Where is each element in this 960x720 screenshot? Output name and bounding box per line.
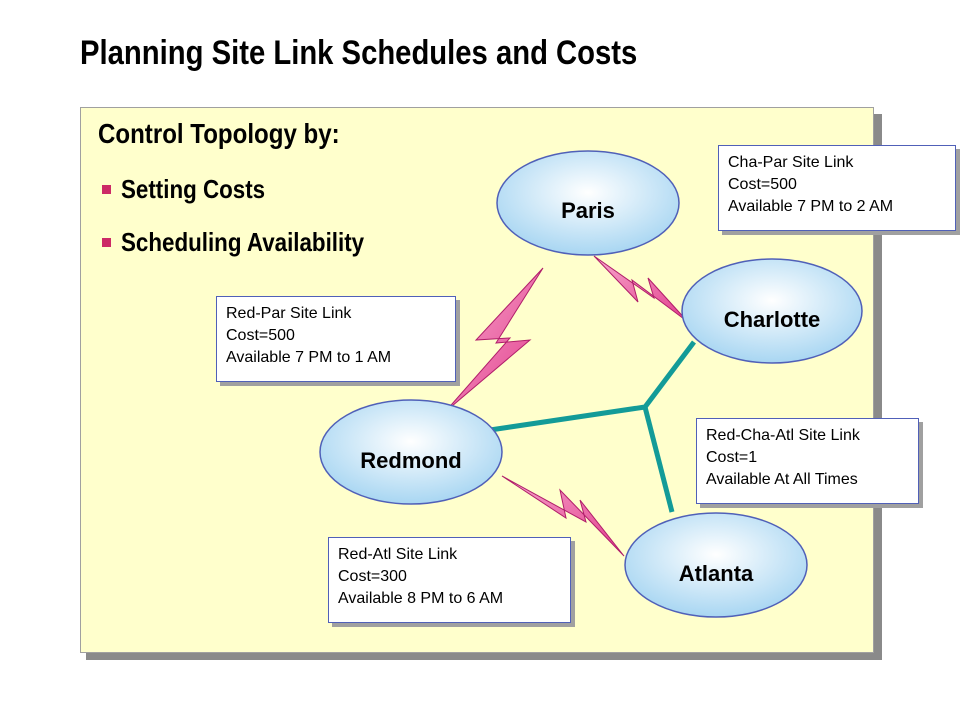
panel-heading: Control Topology by: — [98, 118, 340, 149]
link-cost: Cost=500 — [226, 327, 295, 344]
link-name: Red-Par Site Link — [226, 305, 352, 322]
site-paris: Paris — [496, 150, 680, 256]
red-atl-lightning-icon — [501, 475, 625, 557]
cha-par-lightning-icon — [593, 255, 689, 323]
link-cost: Cost=1 — [706, 449, 758, 466]
link-availability: Available 8 PM to 6 AM — [338, 590, 504, 607]
bullet-square-icon — [102, 237, 111, 247]
site-label-redmond: Redmond — [360, 448, 461, 473]
link-name: Red-Atl Site Link — [338, 546, 458, 563]
site-label-atlanta: Atlanta — [679, 561, 754, 586]
bullet-label: Setting Costs — [121, 173, 266, 204]
site-label-charlotte: Charlotte — [724, 307, 821, 332]
link-cost: Cost=500 — [728, 176, 797, 193]
red-par-link-box: Red-Par Site Link Cost=500 Available 7 P… — [216, 296, 456, 382]
link-name: Red-Cha-Atl Site Link — [706, 427, 860, 444]
red-atl-link-box: Red-Atl Site Link Cost=300 Available 8 P… — [328, 537, 571, 623]
bullet-square-icon — [102, 184, 111, 194]
site-label-paris: Paris — [561, 198, 615, 223]
link-availability: Available 7 PM to 1 AM — [226, 349, 392, 366]
bullet-scheduling-availability: Scheduling Availability — [102, 227, 404, 257]
slide-title: Planning Site Link Schedules and Costs — [80, 34, 638, 72]
site-charlotte: Charlotte — [681, 258, 863, 364]
site-atlanta: Atlanta — [624, 512, 808, 618]
bullet-label: Scheduling Availability — [121, 226, 365, 257]
red-cha-atl-link-line — [489, 340, 696, 513]
red-par-lightning-icon — [444, 267, 544, 413]
cha-par-link-box: Cha-Par Site Link Cost=500 Available 7 P… — [718, 145, 956, 231]
link-availability: Available At All Times — [706, 471, 858, 488]
link-availability: Available 7 PM to 2 AM — [728, 198, 894, 215]
link-cost: Cost=300 — [338, 568, 407, 585]
bullet-setting-costs: Setting Costs — [102, 174, 289, 204]
red-cha-atl-link-box: Red-Cha-Atl Site Link Cost=1 Available A… — [696, 418, 919, 504]
link-name: Cha-Par Site Link — [728, 154, 854, 171]
site-redmond: Redmond — [319, 399, 503, 505]
